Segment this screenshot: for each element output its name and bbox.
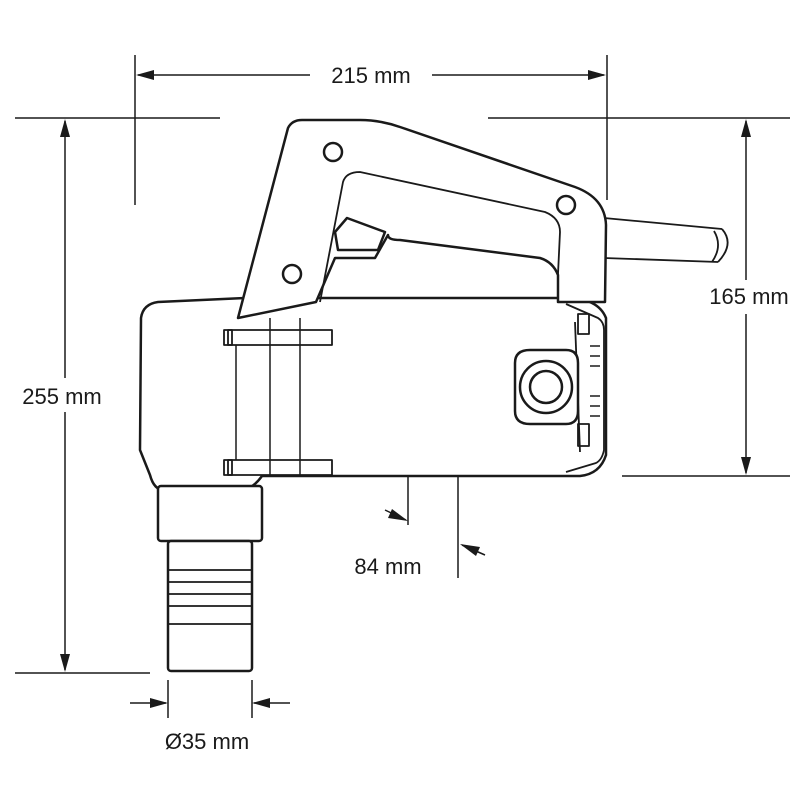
handle (236, 118, 608, 320)
gear-clamp (223, 318, 333, 476)
label-255mm: 255 mm (22, 384, 101, 409)
dimension-length: 215 mm (136, 63, 606, 88)
label-165mm: 165 mm (709, 284, 788, 309)
extension-lines (15, 55, 790, 718)
dimension-body-height: 165 mm (709, 119, 789, 475)
motor-body (138, 296, 608, 492)
brush-cap (513, 348, 580, 426)
dimension-diameter: Ø35 mm (130, 698, 290, 754)
dimension-offset: 84 mm (354, 509, 486, 579)
power-cord (603, 217, 729, 263)
label-84mm: 84 mm (354, 554, 421, 579)
dimension-height: 255 mm (22, 119, 102, 672)
label-215mm: 215 mm (331, 63, 410, 88)
spindle (156, 484, 264, 673)
label-35mm: Ø35 mm (165, 729, 249, 754)
